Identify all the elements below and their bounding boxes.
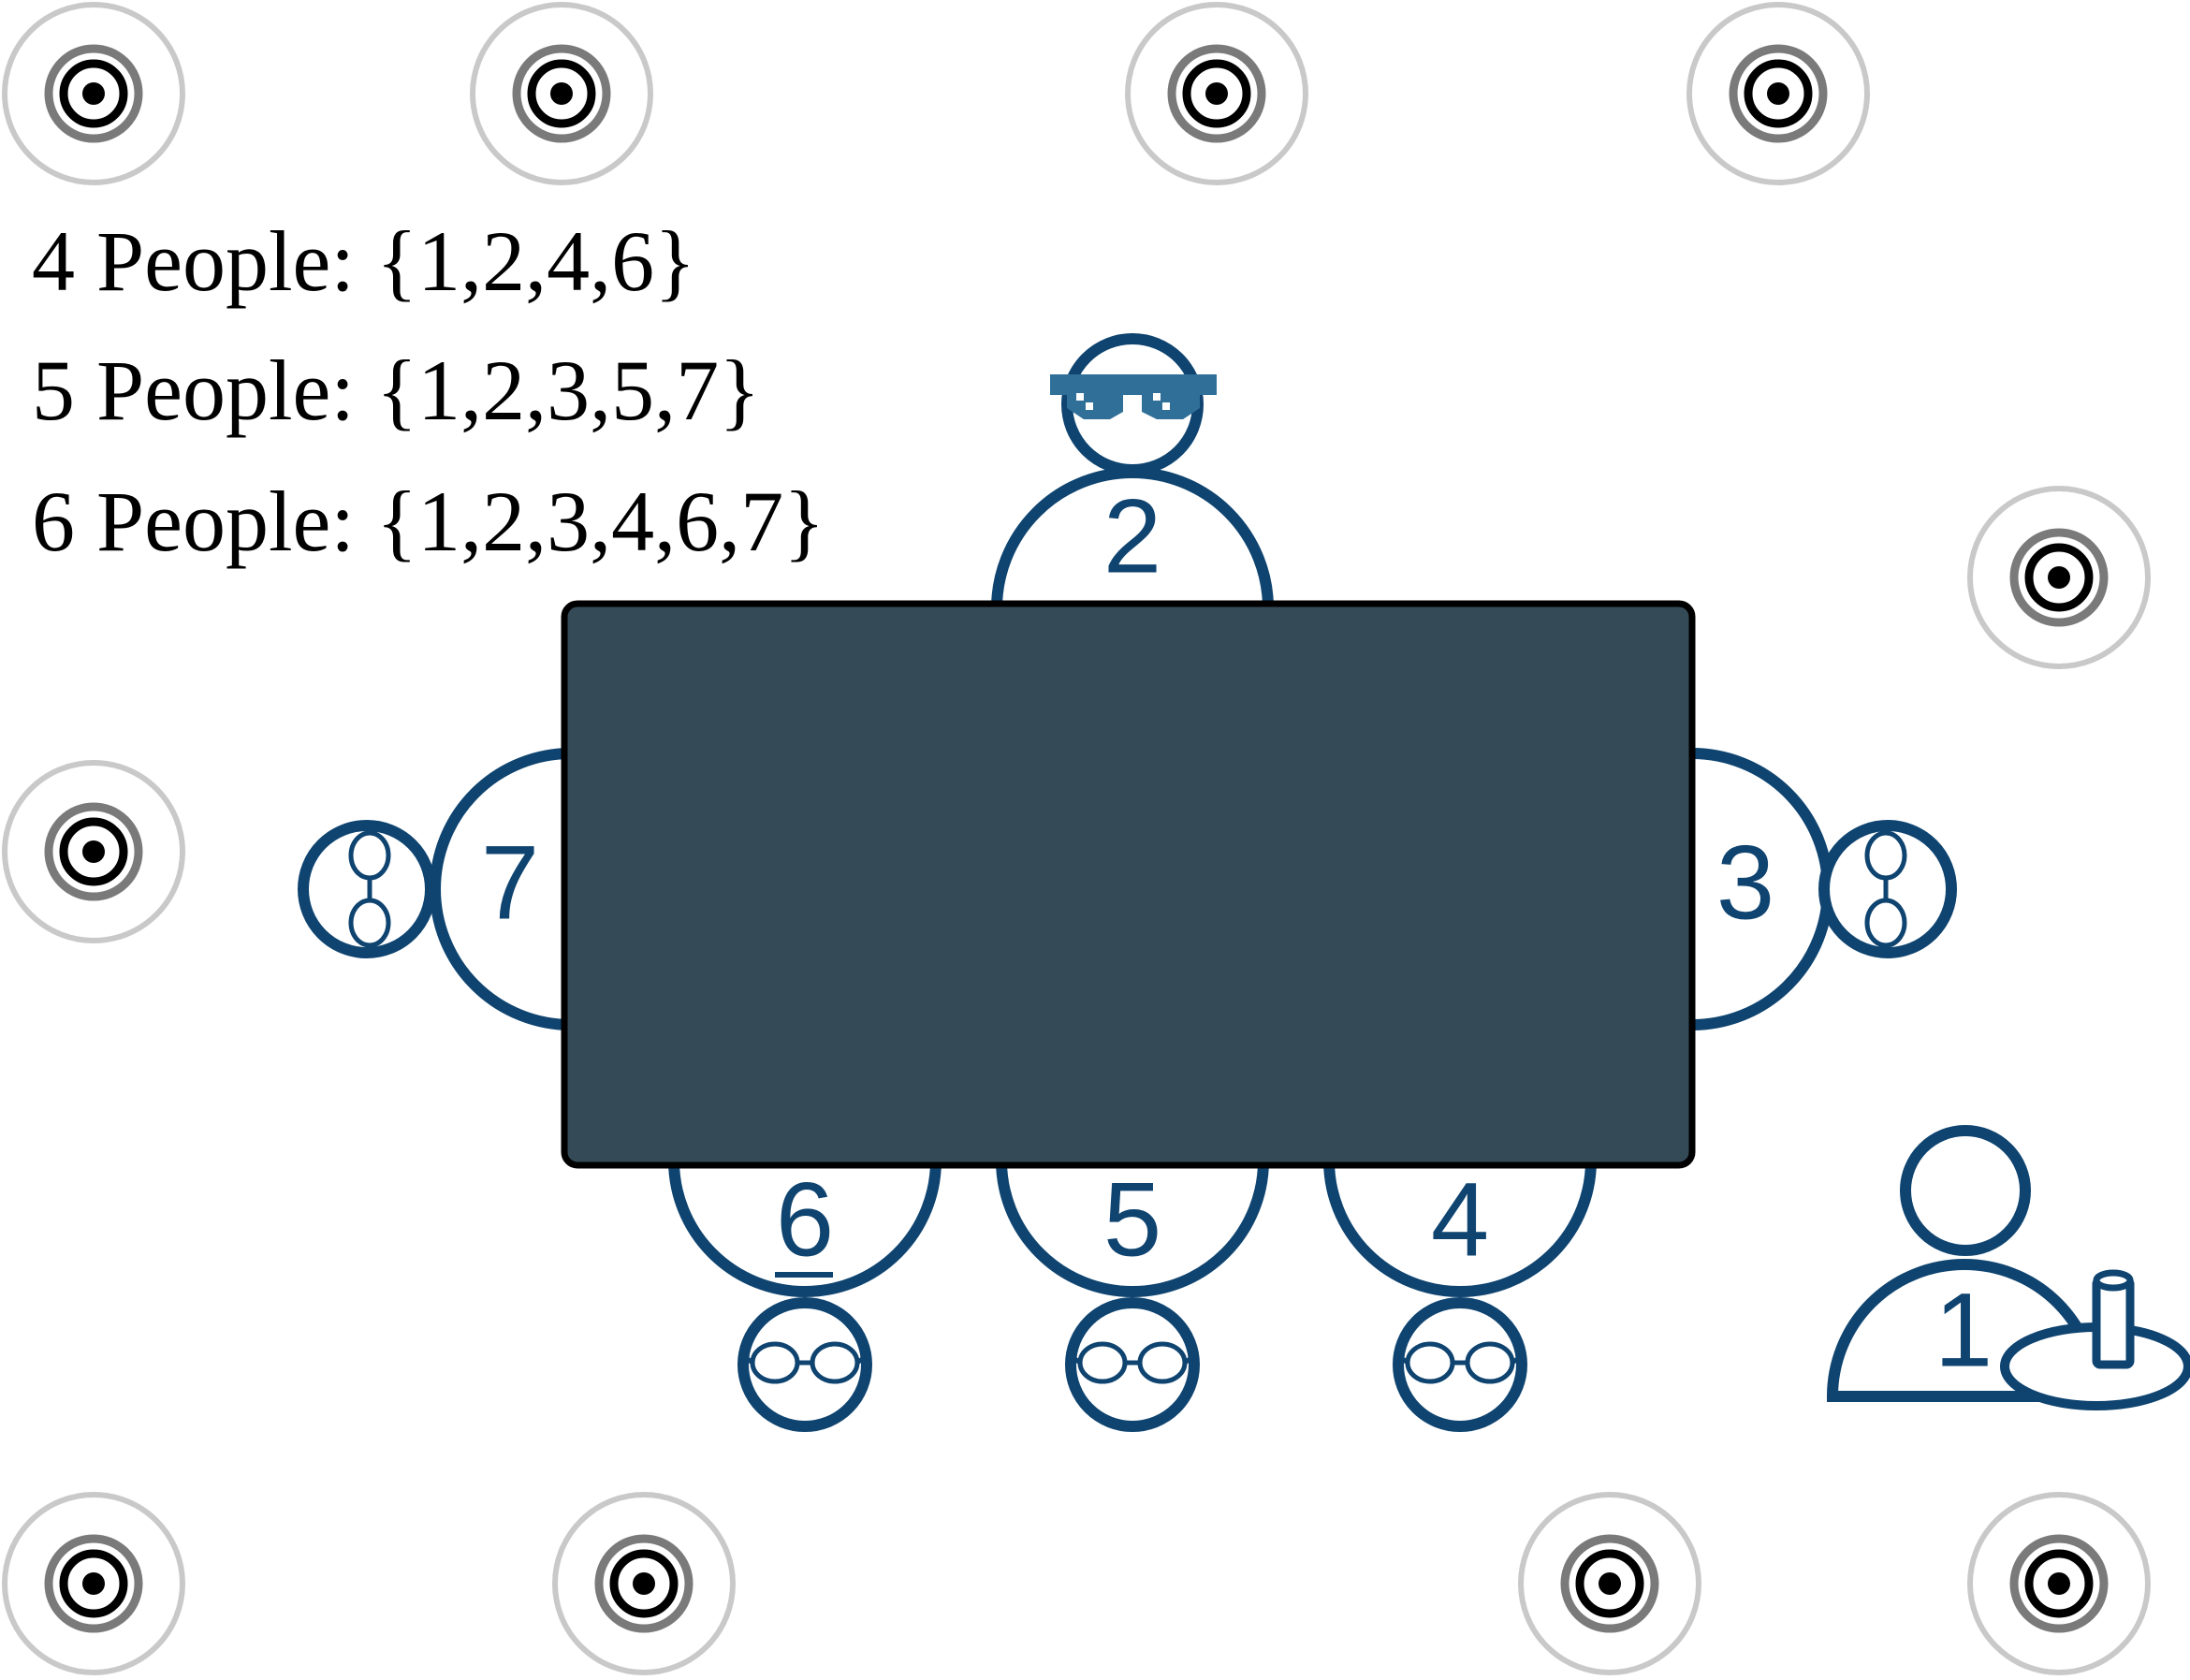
legend-5-people: 5 People: {1,2,3,5,7}: [32, 343, 761, 438]
seat-6-label: 6: [776, 1161, 834, 1278]
glasses-icon: [348, 830, 391, 948]
seat-1-waiter: 1: [1826, 1125, 2190, 1410]
seat-4-label: 4: [1431, 1161, 1489, 1278]
seat-1-head: [1900, 1125, 2031, 1256]
glasses-icon: [743, 1341, 867, 1384]
seat-1-label: 1: [1934, 1272, 1993, 1389]
legend-6-people: 6 People: {1,2,3,4,6,7}: [32, 474, 825, 569]
target-markers: [2, 2, 2151, 1675]
glasses-icon: [1864, 830, 1907, 948]
sunglasses-icon: [1050, 374, 1217, 419]
table: [561, 600, 1696, 1169]
seat-5-label: 5: [1103, 1161, 1161, 1278]
target-marker-icon: [1967, 1492, 2151, 1675]
seat-7-label: 7: [481, 825, 539, 942]
target-marker-icon: [470, 2, 653, 185]
target-marker-icon: [2, 1492, 185, 1675]
seat-2-label: 2: [1103, 478, 1161, 595]
tray-with-cup-icon: [2000, 1269, 2190, 1410]
target-marker-icon: [552, 1492, 736, 1675]
target-marker-icon: [2, 760, 185, 943]
seat-3-label: 3: [1716, 825, 1774, 942]
target-marker-icon: [1686, 2, 1870, 185]
target-marker-icon: [2, 2, 185, 185]
seat-7-head: [298, 820, 436, 958]
glasses-icon: [1071, 1341, 1194, 1384]
legend-4-people: 4 People: {1,2,4,6}: [32, 213, 696, 309]
target-marker-icon: [1125, 2, 1308, 185]
target-marker-icon: [1518, 1492, 1701, 1675]
glasses-icon: [1398, 1341, 1522, 1384]
target-marker-icon: [1967, 486, 2151, 669]
